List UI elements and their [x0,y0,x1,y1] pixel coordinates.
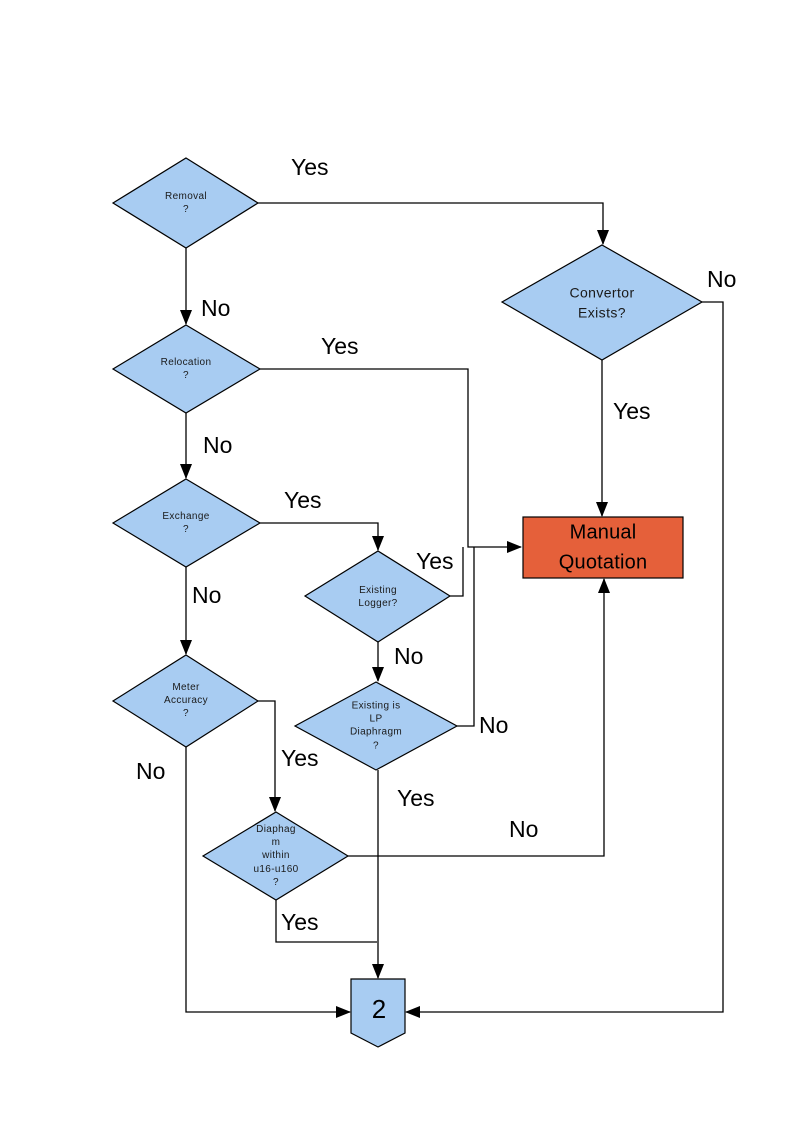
edge-existing-logger-yes [450,547,464,597]
edge-diaphragm-yes [275,900,377,943]
node-relocation [111,324,262,414]
edge-removal-yes [258,202,609,245]
node-exchange [111,478,262,568]
node-convertor-exists [500,244,704,361]
edge-diaphragm-no [348,578,610,857]
node-meter-accuracy [111,654,260,748]
edge-meter-accuracy-no [185,747,351,1018]
edge-relocation-yes [260,368,522,553]
node-existing-logger [303,550,452,643]
edge-exchange-yes [260,522,384,551]
node-manual-quotation [522,516,684,579]
node-offpage-connector-2 [350,978,406,1048]
node-diaphragm-within-range [201,811,350,901]
edge-existing-lp-no [457,547,475,727]
node-removal [111,157,260,249]
node-existing-lp-diaphragm [293,681,459,771]
edge-meter-accuracy-yes [258,700,281,812]
edge-convertor-no [405,301,724,1018]
